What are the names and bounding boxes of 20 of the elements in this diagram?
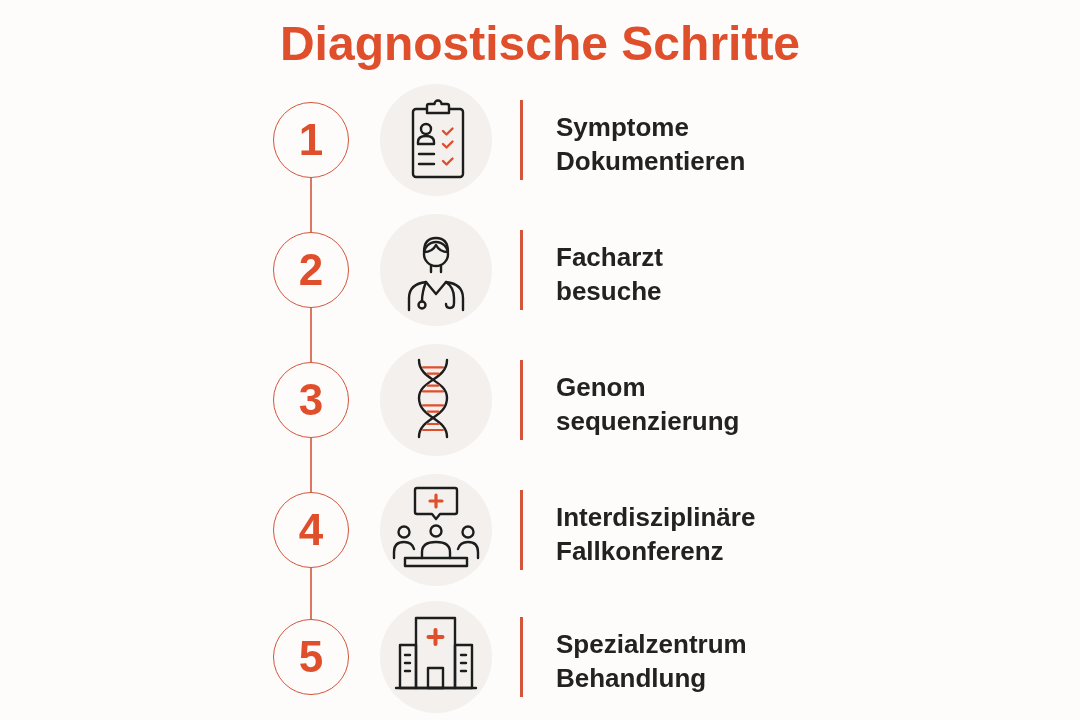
connector-line <box>310 177 312 233</box>
hospital-icon <box>380 601 492 713</box>
step-number-circle: 5 <box>273 619 349 695</box>
step-label: Spezialzentrum Behandlung <box>556 628 748 695</box>
dna-icon <box>380 344 492 456</box>
title: Diagnostische Schritte <box>278 16 802 72</box>
step-number-circle: 4 <box>273 492 349 568</box>
step-label: Symptome Dokumentieren <box>556 111 747 178</box>
step-number-circle: 1 <box>273 102 349 178</box>
doctor-icon <box>380 214 492 326</box>
step-label: Genom sequenzierung <box>556 371 741 438</box>
step-number-circle: 3 <box>273 362 349 438</box>
clipboard-icon <box>380 84 492 196</box>
connector-line <box>310 437 312 493</box>
step-label: Interdisziplinäre Fallkonferenz <box>556 501 757 568</box>
meeting-icon <box>380 474 492 586</box>
step-number-circle: 2 <box>273 232 349 308</box>
connector-line <box>310 307 312 363</box>
step-label: Facharzt besuche <box>556 241 664 308</box>
connector-line <box>310 567 312 620</box>
